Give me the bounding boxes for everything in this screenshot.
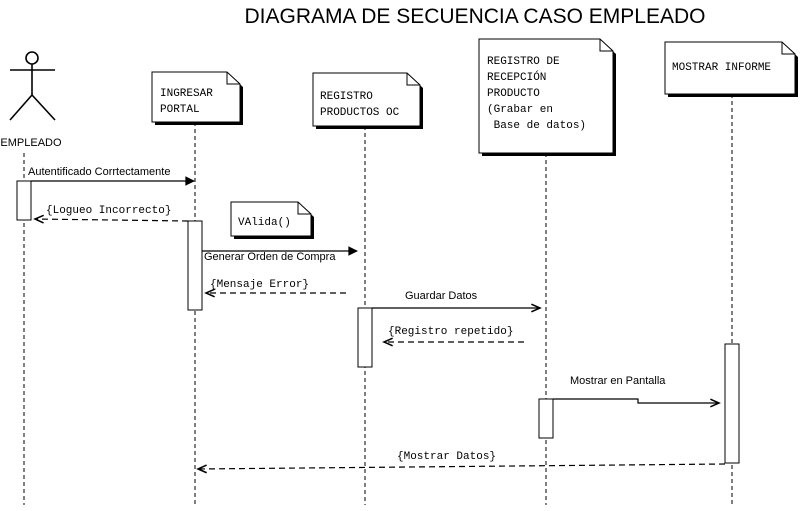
diagram-title: DIAGRAMA DE SECUENCIA CASO EMPLEADO [245,5,706,28]
object-label-line: REGISTRO DE [487,56,560,68]
object-label-line: (Grabar en [487,104,553,116]
message-logueo-incorrecto: {Logueo Incorrecto} [33,205,189,224]
object-informe: MOSTRAR INFORME [664,41,798,97]
object-registro-oc: REGISTRO PRODUCTOS OC [312,72,423,129]
activation-registro-oc [357,307,373,368]
object-label-line: INGRESAR [160,88,213,100]
object-label-line: MOSTRAR INFORME [672,62,771,74]
message-label: Generar Orden de Compra [204,251,336,263]
activation-recepcion [538,398,554,439]
message-label: Guardar Datos [405,290,478,302]
object-label-line: PRODUCTOS OC [320,107,400,119]
activation-empleado [16,180,32,221]
message-generar-orden: Generar Orden de Compra [202,246,358,263]
object-label-line: RECEPCIÓN [487,70,546,84]
actor-right-leg [31,94,56,121]
object-portal: INGRESAR PORTAL [151,71,243,125]
message-label: {Mensaje Error} [210,279,309,291]
activation-portal [187,220,203,311]
object-label-line: Base de datos) [487,120,586,132]
message-label: {Registro repetido} [388,326,513,338]
message-label: {Logueo Incorrecto} [46,205,171,217]
note-label: VAlida() [238,217,291,229]
actor-head [25,51,39,65]
message-guardar-datos: Guardar Datos [372,290,542,313]
message-registro-repetido: {Registro repetido} [382,326,524,347]
actor-left-leg [9,94,33,121]
actor-label: EMPLEADO [0,137,62,149]
message-mostrar-datos: {Mostrar Datos} [196,451,726,474]
object-label-line: PORTAL [160,104,200,116]
object-label-line: PRODUCTO [487,88,540,100]
message-label: Autentificado Corrtectamente [28,166,170,178]
actor-empleado [9,51,56,121]
object-recepcion: REGISTRO DE RECEPCIÓN PRODUCTO (Grabar e… [478,38,616,156]
message-mostrar-pantalla: Mostrar en Pantalla [553,375,721,408]
message-label: Mostrar en Pantalla [570,375,666,387]
object-label-line: REGISTRO [320,91,373,103]
activation-informe [724,343,740,464]
message-mensaje-error: {Mensaje Error} [204,279,346,298]
message-autentificado: Autentificado Corrtectamente [28,166,195,186]
note-valida: VAlida() [230,201,314,239]
message-label: {Mostrar Datos} [397,451,496,463]
